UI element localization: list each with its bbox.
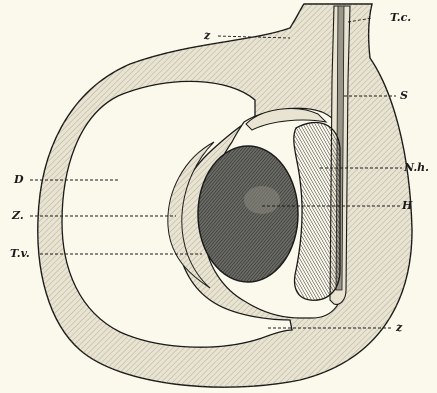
label-tc: T.c. [390,12,411,24]
label-tv: T.v. [10,248,30,260]
label-z-left: Z. [12,210,24,222]
testis-hatching [198,146,298,282]
label-z-bottom: z [396,322,402,334]
label-h: H [402,200,412,212]
testis-highlight [244,186,280,214]
label-s: S [400,90,408,102]
label-d: D [14,174,24,186]
label-z-top: z [204,30,210,42]
label-nh: N.h. [404,162,429,174]
